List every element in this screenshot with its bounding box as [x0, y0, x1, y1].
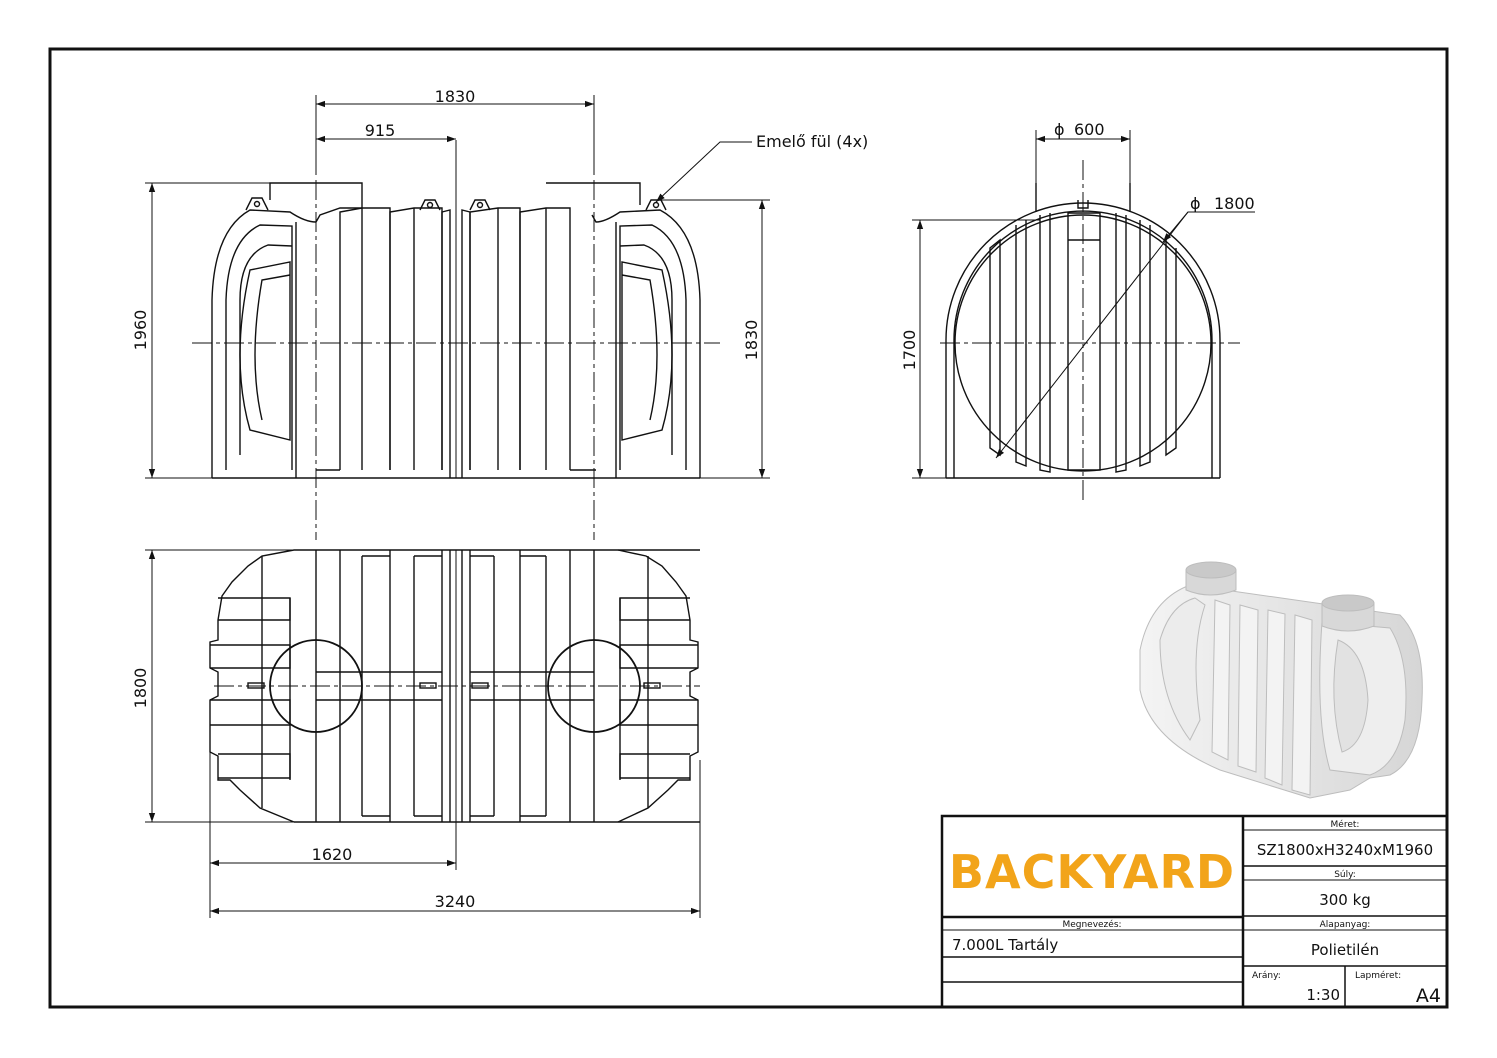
sheet-label: Lapméret:: [1355, 970, 1401, 981]
diameter-symbol: ϕ: [1190, 194, 1201, 213]
lift-note: Emelő fül (4x): [756, 132, 868, 151]
dim-total-length: 3240: [435, 892, 476, 911]
material-value: Polietilén: [1311, 941, 1379, 959]
dim-half-length: 1620: [312, 845, 353, 864]
sheet-border: [48, 47, 1449, 1009]
size-label: Méret:: [1331, 819, 1360, 830]
side-view: [940, 160, 1240, 500]
dim-body-height: 1830: [742, 320, 761, 361]
dim-total-height: 1960: [131, 310, 150, 351]
front-ribs: [295, 207, 617, 478]
dim-plan-width: 1800: [131, 668, 150, 709]
weight-value: 300 kg: [1319, 891, 1371, 909]
dim-half-width: 915: [365, 121, 396, 140]
scale-label: Arány:: [1252, 971, 1281, 981]
weight-label: Súly:: [1334, 870, 1356, 880]
title-block: [940, 814, 1449, 1009]
front-dimensions: [145, 95, 770, 479]
brand-logo: BACKYARD: [949, 845, 1235, 899]
diameter-symbol: ϕ: [1054, 120, 1065, 139]
name-value: 7.000L Tartály: [952, 936, 1058, 954]
name-label: Megnevezés:: [1062, 919, 1121, 930]
material-label: Alapanyag:: [1320, 920, 1371, 930]
dim-side-height: 1700: [900, 330, 919, 371]
dim-top-width: 1830: [435, 87, 476, 106]
side-dimensions: [912, 130, 1255, 479]
scale-value: 1:30: [1306, 986, 1340, 1004]
front-view: [192, 140, 720, 540]
plan-dimensions: [145, 549, 701, 918]
plan-view: [209, 549, 700, 823]
sheet-value: A4: [1416, 985, 1441, 1007]
tank-render-image: [1139, 561, 1423, 799]
dim-tank-diameter: 1800: [1214, 194, 1255, 213]
dim-opening-diameter: 600: [1074, 120, 1105, 139]
size-value: SZ1800xH3240xM1960: [1257, 841, 1433, 859]
